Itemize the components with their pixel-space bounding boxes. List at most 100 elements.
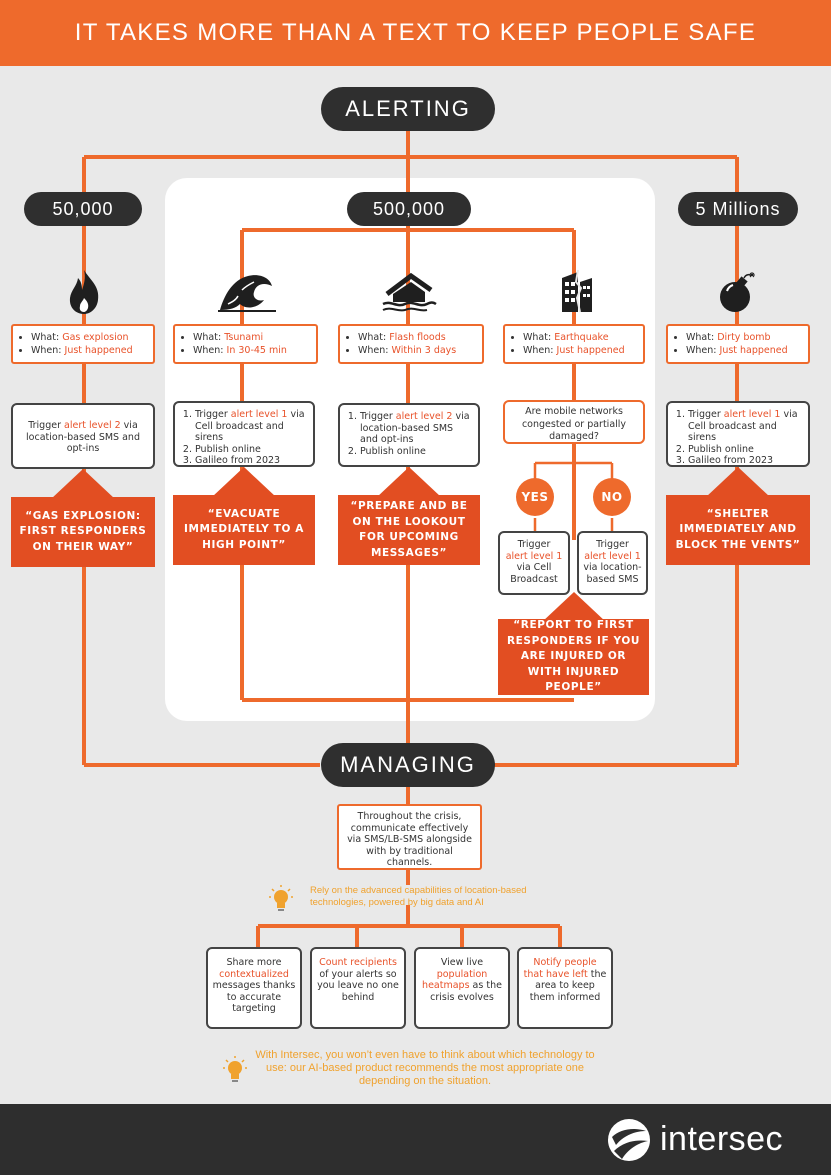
when-label: When: bbox=[686, 345, 717, 356]
alert-level: alert level 1 bbox=[584, 550, 641, 562]
what-value: Tsunami bbox=[224, 332, 264, 343]
feature-text: as the crisis evolves bbox=[430, 980, 502, 1003]
dirty-bomb-actions: Trigger alert level 1 via Cell broadcast… bbox=[666, 401, 810, 467]
what-value: Dirty bomb bbox=[717, 332, 771, 343]
feature-text: messages thanks to accurate targeting bbox=[212, 980, 296, 1014]
action-text: Trigger bbox=[28, 420, 65, 431]
action-text: Trigger bbox=[596, 539, 629, 550]
what-value: Gas explosion bbox=[62, 332, 129, 343]
step-text: Publish online bbox=[195, 443, 261, 455]
lightbulb-icon bbox=[269, 885, 293, 911]
quote-pointer bbox=[542, 592, 606, 622]
network-question: Are mobile networks congested or partial… bbox=[503, 400, 645, 444]
page-title: IT TAKES MORE THAN A TEXT TO KEEP PEOPLE… bbox=[74, 19, 757, 46]
feature-highlight: population heatmaps bbox=[422, 968, 488, 992]
what-label: What: bbox=[686, 332, 715, 343]
quote-pointer bbox=[706, 467, 770, 497]
dirty-bomb-quote: “SHELTER IMMEDIATELY AND BLOCK THE VENTS… bbox=[666, 495, 810, 565]
lightbulb-icon bbox=[223, 1056, 247, 1082]
step-text: via Cell broadcast and sirens bbox=[688, 409, 798, 443]
feature-text: of your alerts so you leave no one behin… bbox=[317, 968, 399, 1003]
yes-action: Trigger alert level 1 via Cell Broadcast bbox=[498, 531, 570, 595]
gas-explosion-quote: “GAS EXPLOSION: FIRST RESPONDERS ON THEI… bbox=[11, 497, 155, 567]
step-text: via Cell broadcast and sirens bbox=[195, 409, 305, 443]
alert-level: alert level 1 bbox=[230, 409, 288, 420]
what-label: What: bbox=[31, 332, 60, 343]
population-500000: 500,000 bbox=[347, 192, 471, 226]
tip-location-tech: Rely on the advanced capabilities of loc… bbox=[310, 885, 527, 908]
alert-level: alert level 1 bbox=[505, 550, 563, 562]
alert-level: alert level 1 bbox=[723, 409, 781, 420]
step-text: via location-based SMS and opt-ins bbox=[360, 411, 470, 445]
action-text: via location-based SMS bbox=[583, 562, 642, 585]
managing-label: MANAGING bbox=[321, 743, 495, 787]
scenario-flash-floods-info: What: Flash floods When: Within 3 days bbox=[338, 324, 484, 364]
wave-icon bbox=[218, 275, 276, 312]
feature-count-recipients: Count recipients of your alerts so you l… bbox=[310, 947, 406, 1029]
scenario-dirty-bomb-info: What: Dirty bomb When: Just happened bbox=[666, 324, 810, 364]
feature-text: View live bbox=[440, 957, 484, 968]
when-value: Just happened bbox=[64, 345, 133, 356]
when-value: In 30-45 min bbox=[226, 345, 287, 356]
tsunami-quote: “EVACUATE IMMEDIATELY TO A HIGH POINT” bbox=[173, 495, 315, 565]
bomb-icon bbox=[720, 272, 755, 312]
alert-level: alert level 2 bbox=[395, 411, 453, 422]
population-50000: 50,000 bbox=[24, 192, 142, 226]
feature-text: the area to keep them informed bbox=[529, 968, 607, 1003]
when-value: Just happened bbox=[556, 345, 625, 356]
population-5-millions: 5 Millions bbox=[678, 192, 798, 226]
step-text: Publish online bbox=[688, 443, 754, 455]
step-text: Galileo from 2023 bbox=[688, 455, 774, 466]
scenario-gas-explosion-info: What: Gas explosion When: Just happened bbox=[11, 324, 155, 364]
scenario-earthquake-info: What: Earthquake When: Just happened bbox=[503, 324, 645, 364]
gas-explosion-action: Trigger alert level 2 via location-based… bbox=[11, 403, 155, 469]
feature-highlight: contextualized bbox=[219, 968, 289, 980]
yes-circle: YES bbox=[516, 478, 554, 516]
tsunami-actions: Trigger alert level 1 via Cell broadcast… bbox=[173, 401, 315, 467]
when-value: Just happened bbox=[719, 345, 788, 356]
action-text: via location-based SMS and opt-ins bbox=[26, 420, 140, 454]
step-text: Trigger bbox=[360, 411, 396, 422]
no-circle: NO bbox=[593, 478, 631, 516]
step-text: Publish online bbox=[360, 445, 426, 457]
what-label: What: bbox=[193, 332, 222, 343]
quote-pointer bbox=[212, 467, 276, 497]
alerting-label: ALERTING bbox=[321, 87, 495, 131]
footer-bar bbox=[0, 1104, 831, 1175]
when-label: When: bbox=[523, 345, 554, 356]
flash-floods-quote: “PREPARE AND BE ON THE LOOKOUT FOR UPCOM… bbox=[338, 495, 480, 565]
feature-highlight: Notify people that have left bbox=[523, 957, 597, 980]
feature-heatmaps: View live population heatmaps as the cri… bbox=[414, 947, 510, 1029]
feature-notify-left: Notify people that have left the area to… bbox=[517, 947, 613, 1029]
cracked-building-icon bbox=[562, 269, 592, 313]
step-text: Trigger bbox=[195, 409, 231, 420]
fire-icon bbox=[69, 270, 99, 314]
what-label: What: bbox=[523, 332, 552, 343]
alert-level: alert level 2 bbox=[64, 420, 121, 431]
earthquake-quote: “REPORT TO FIRST RESPONDERS IF YOU ARE I… bbox=[498, 619, 649, 695]
what-value: Flash floods bbox=[389, 332, 446, 343]
header-bar bbox=[0, 0, 831, 66]
what-label: What: bbox=[358, 332, 387, 343]
flash-floods-actions: Trigger alert level 2 via location-based… bbox=[338, 403, 480, 467]
what-value: Earthquake bbox=[554, 332, 609, 343]
step-text: Trigger bbox=[688, 409, 724, 420]
intersec-logo-icon bbox=[608, 1119, 650, 1161]
scenario-tsunami-info: What: Tsunami When: In 30-45 min bbox=[173, 324, 318, 364]
when-label: When: bbox=[193, 345, 224, 356]
when-label: When: bbox=[358, 345, 389, 356]
flooded-house-icon bbox=[382, 272, 437, 312]
no-action: Trigger alert level 1 via location-based… bbox=[577, 531, 648, 595]
feature-highlight: Count recipients bbox=[319, 957, 397, 968]
quote-pointer bbox=[51, 469, 115, 499]
action-text: Trigger bbox=[517, 539, 551, 550]
when-label: When: bbox=[31, 345, 62, 356]
tip-ai-product: With Intersec, you won’t even have to th… bbox=[255, 1049, 595, 1087]
when-value: Within 3 days bbox=[391, 345, 457, 356]
manage-communicate-box: Throughout the crisis, communicate effec… bbox=[337, 804, 482, 870]
brand-name: intersec bbox=[660, 1120, 784, 1158]
feature-contextualized: Share more contextualized messages thank… bbox=[206, 947, 302, 1029]
quote-pointer bbox=[377, 467, 441, 497]
action-text: via Cell Broadcast bbox=[510, 562, 558, 585]
feature-text: Share more bbox=[226, 957, 282, 968]
